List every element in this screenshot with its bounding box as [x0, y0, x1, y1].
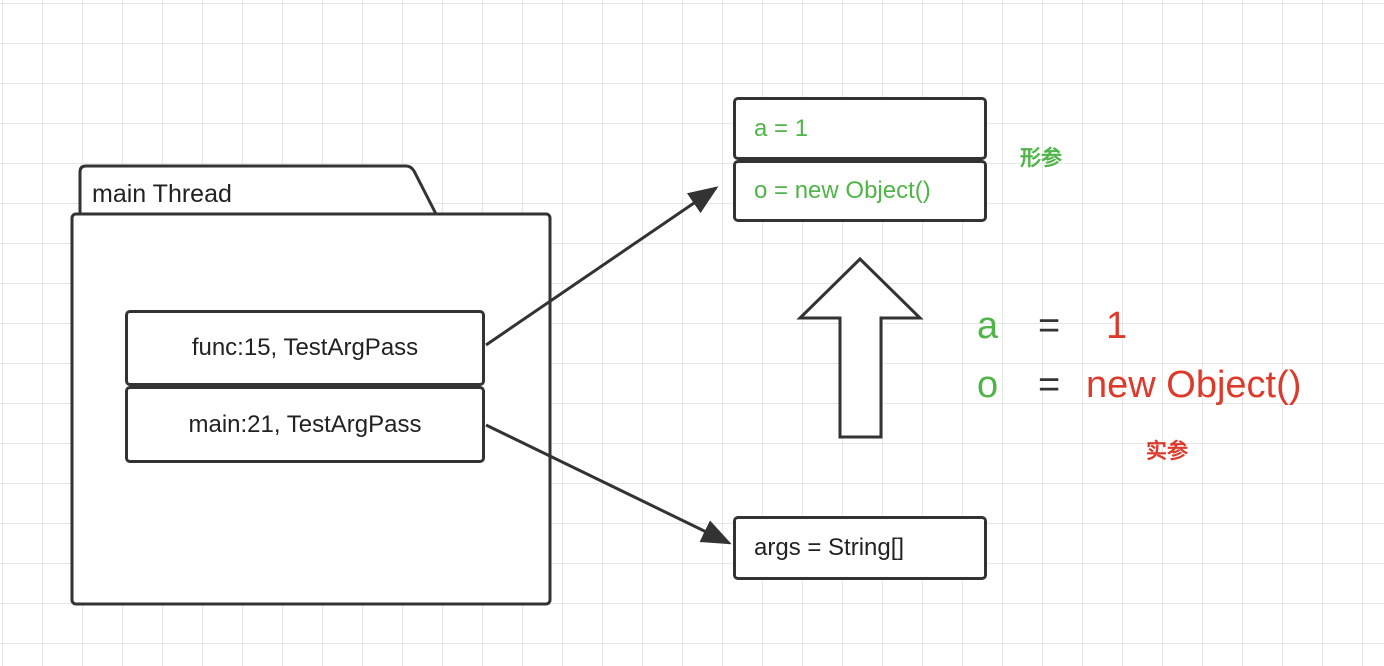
param-o-label: o = new Object(): [754, 177, 931, 204]
assign-lhs-a: a: [977, 305, 999, 347]
pass-up-arrow: [796, 256, 924, 439]
param-o-box[interactable]: o = new Object(): [733, 160, 987, 222]
stack-frame-func-label: func:15, TestArgPass: [191, 334, 419, 361]
assign-rhs-o: new Object(): [1086, 364, 1302, 406]
assign-lhs-o: o: [977, 364, 999, 406]
stack-frame-func[interactable]: func:15, TestArgPass: [125, 310, 485, 386]
actual-param-label: 实参: [1146, 439, 1188, 463]
param-a-label: a = 1: [754, 114, 809, 142]
thread-folder-tab: [78, 164, 438, 215]
args-label: args = String[]: [754, 534, 905, 561]
stack-frame-main-label: main:21, TestArgPass: [188, 410, 422, 438]
param-a-box[interactable]: a = 1: [733, 97, 987, 160]
formal-param-label: 形参: [1020, 146, 1062, 170]
assign-eq-o: =: [1038, 364, 1061, 406]
arrow-main-to-args: [485, 423, 732, 545]
stack-frame-main[interactable]: main:21, TestArgPass: [125, 386, 485, 463]
assign-rhs-a: 1: [1106, 305, 1128, 347]
args-box[interactable]: args = String[]: [733, 516, 987, 580]
arrow-func-to-params: [485, 186, 719, 347]
assign-eq-a: =: [1038, 305, 1061, 347]
thread-title: main Thread: [92, 180, 232, 208]
